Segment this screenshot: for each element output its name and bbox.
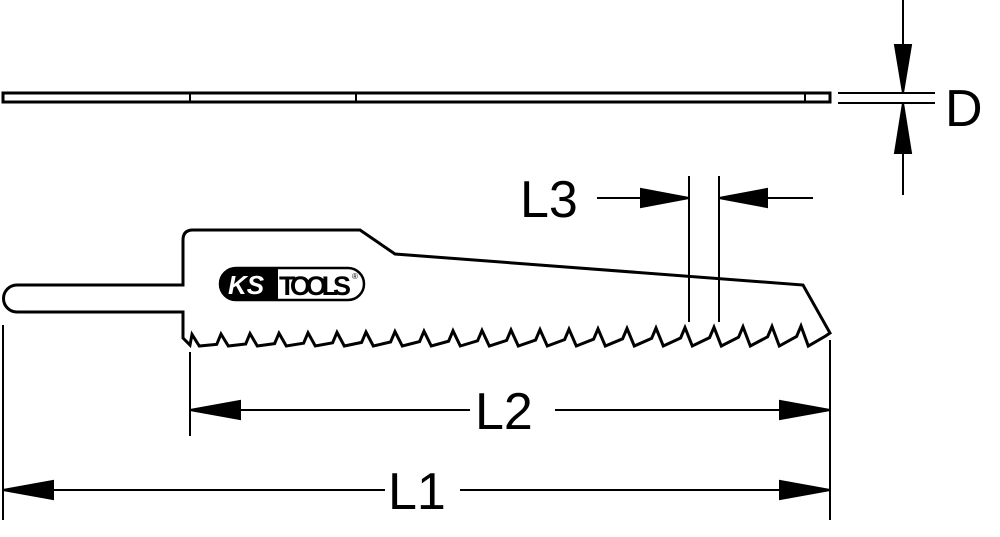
- label-d: D: [945, 80, 983, 138]
- blade-outline: [2, 228, 832, 349]
- dimension-l1: [2, 325, 831, 520]
- dimension-d: [838, 0, 935, 195]
- logo-tools: TOOLS: [279, 271, 351, 301]
- label-l1: L1: [388, 463, 446, 521]
- logo-registered: ®: [352, 272, 358, 281]
- blade-side-view: [1, 91, 832, 104]
- label-l3: L3: [520, 171, 578, 229]
- dimension-l3: [597, 176, 813, 322]
- label-l2: L2: [475, 383, 533, 441]
- logo-ks: KS: [228, 270, 265, 300]
- ks-tools-logo: KS TOOLS ®: [218, 266, 366, 302]
